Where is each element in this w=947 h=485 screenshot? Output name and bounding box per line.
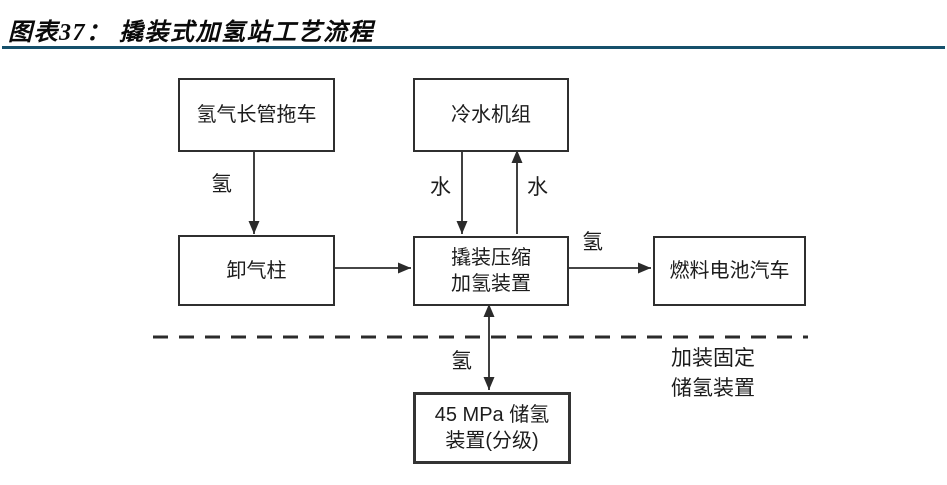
node-hydrogen-tube-trailer: 氢气长管拖车 [178,78,335,152]
node-label: 燃料电池汽车 [669,260,790,282]
node-label: 45 MPa 储氢 装置(分级) [434,404,550,452]
edge-label-water-return: 水 [527,176,548,199]
node-fuel-cell-vehicle: 燃料电池汽车 [653,236,806,306]
node-chilled-water-unit: 冷水机组 [413,78,569,152]
node-45mpa-hydrogen-storage: 45 MPa 储氢 装置(分级) [413,392,571,464]
edge-label-hydrogen-to-vehicle: 氢 [582,231,603,254]
edge-label-hydrogen: 氢 [211,173,232,196]
figure-title: 图表37： 撬装式加氢站工艺流程 [8,20,374,46]
node-gas-unloading-column: 卸气柱 [178,235,335,306]
node-label: 氢气长管拖车 [196,104,317,126]
node-label: 卸气柱 [226,259,287,282]
node-skid-compression-refueling-unit: 撬装压缩 加氢装置 [413,236,569,306]
node-label: 撬装压缩 加氢装置 [451,247,531,295]
annotation-fixed-storage: 加装固定 储氢装置 [671,347,755,400]
edge-label-hydrogen-to-storage: 氢 [451,350,472,373]
title-rule [2,46,945,49]
edge-label-water-supply: 水 [430,176,451,199]
node-label: 冷水机组 [451,104,531,126]
